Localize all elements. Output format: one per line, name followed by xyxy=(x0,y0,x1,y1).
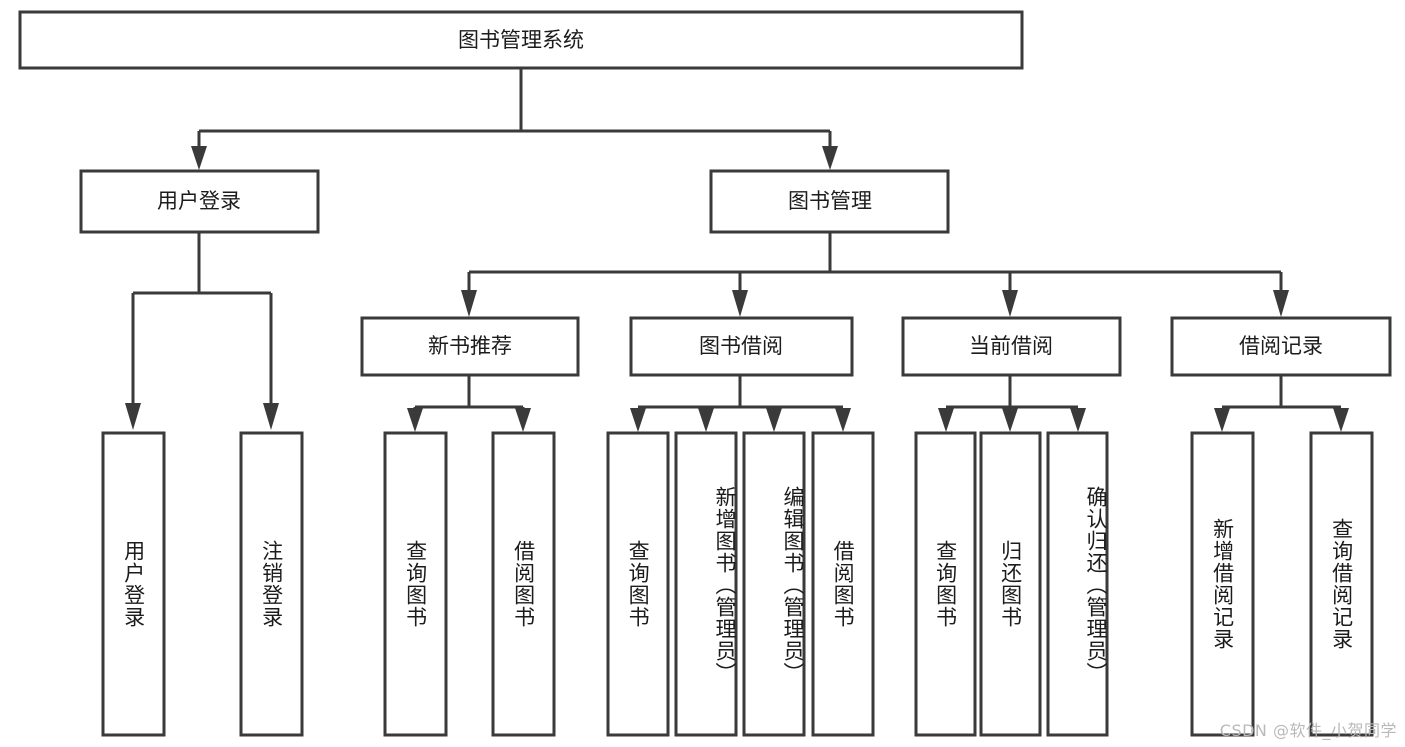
node-book-manage-box[interactable] xyxy=(709,169,950,234)
node-leaf-logout-login-box[interactable] xyxy=(239,431,304,737)
node-borrow-record-label: 借阅记录 xyxy=(1239,334,1323,358)
arrow-user-login xyxy=(191,146,207,170)
arrow-book-manage xyxy=(822,146,838,170)
node-leaf-user-login-box[interactable] xyxy=(101,431,166,737)
arrow-leaf-confirm-return xyxy=(1070,408,1086,432)
arrow-leaf-query-book-1 xyxy=(407,408,423,432)
node-leaf-query-book-1-box[interactable] xyxy=(383,431,448,737)
arrow-leaf-query-book-2 xyxy=(630,408,646,432)
arrow-leaf-query-record xyxy=(1333,408,1349,432)
node-current-borrow-box[interactable] xyxy=(901,316,1122,377)
node-book-borrow-label: 图书借阅 xyxy=(699,334,783,358)
node-new-book-recommend[interactable]: 新书推荐 xyxy=(360,316,580,377)
arrow-leaf-return-book xyxy=(1002,408,1018,432)
node-book-borrow-box[interactable] xyxy=(629,316,854,377)
arrow-leaf-borrow-book-1 xyxy=(515,408,531,432)
arrow-leaf-borrow-book-2 xyxy=(835,408,851,432)
node-user-login-box[interactable] xyxy=(79,169,320,234)
arrow-leaf-user-login xyxy=(125,403,141,430)
node-borrow-record[interactable]: 借阅记录 xyxy=(1170,316,1392,377)
arrow-borrow-record xyxy=(1273,290,1289,317)
node-leaf-query-book-2-box[interactable] xyxy=(606,431,670,737)
node-borrow-record-box[interactable] xyxy=(1170,316,1392,377)
node-new-book-recommend-box[interactable] xyxy=(360,316,580,377)
arrow-leaf-logout xyxy=(263,403,279,430)
arrow-book-borrow xyxy=(732,290,748,317)
node-leaf-return-book-box[interactable] xyxy=(979,431,1042,737)
node-current-borrow[interactable]: 当前借阅 xyxy=(901,316,1122,377)
connector-layer xyxy=(125,68,1349,432)
node-book-manage[interactable]: 图书管理 xyxy=(709,169,950,234)
arrow-leaf-add-book xyxy=(698,408,714,432)
node-root-box[interactable] xyxy=(18,10,1024,70)
node-leaf-borrow-book-1-box[interactable] xyxy=(491,431,556,737)
node-new-book-recommend-label: 新书推荐 xyxy=(428,334,512,358)
node-leaf-query-book-3-box[interactable] xyxy=(914,431,977,737)
node-root[interactable]: 图书管理系统 xyxy=(18,10,1024,70)
arrow-leaf-edit-book xyxy=(766,408,782,432)
node-root-label: 图书管理系统 xyxy=(458,28,584,52)
node-book-borrow[interactable]: 图书借阅 xyxy=(629,316,854,377)
node-leaf-borrow-book-2-box[interactable] xyxy=(811,431,875,737)
node-leaf-add-book-box[interactable] xyxy=(674,431,738,737)
node-layer: 图书管理系统 用户登录 图书管理 新书推荐 图书借阅 当前 xyxy=(18,10,1392,737)
node-leaf-edit-book-box[interactable] xyxy=(742,431,806,737)
node-book-manage-label: 图书管理 xyxy=(788,189,872,213)
arrow-new-book xyxy=(461,290,477,317)
arrow-leaf-add-record xyxy=(1214,408,1230,432)
node-leaf-add-record-box[interactable] xyxy=(1190,431,1255,737)
arrow-current-borrow xyxy=(1002,290,1018,317)
arrow-leaf-query-book-3 xyxy=(938,408,954,432)
node-leaf-confirm-return-box[interactable] xyxy=(1046,431,1109,737)
node-user-login[interactable]: 用户登录 xyxy=(79,169,320,234)
node-user-login-label: 用户登录 xyxy=(157,189,241,213)
node-leaf-query-record-box[interactable] xyxy=(1309,431,1374,737)
csdn-watermark: CSDN @软件_小贺同学 xyxy=(1219,721,1397,740)
node-current-borrow-label: 当前借阅 xyxy=(969,334,1053,358)
